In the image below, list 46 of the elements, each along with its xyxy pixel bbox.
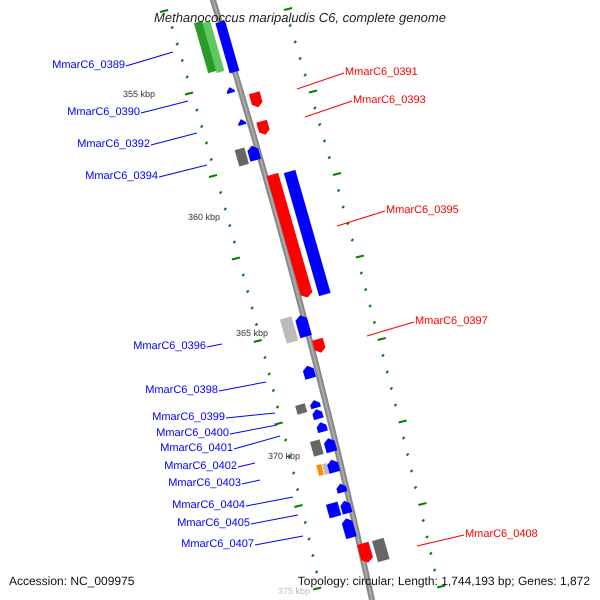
leader-line bbox=[296, 72, 344, 90]
gene-label: MmarC6_0398 bbox=[145, 384, 218, 397]
gene-label: MmarC6_0391 bbox=[345, 66, 418, 79]
leader-line bbox=[250, 514, 298, 524]
genome-info-text: Topology: circular; Length: 1,744,193 bp; Genes: 1,872 bbox=[298, 575, 590, 588]
gene-label: MmarC6_0408 bbox=[465, 528, 538, 541]
map-title: Methanococcus maripaludis C6, complete genome bbox=[153, 11, 447, 24]
leader-line bbox=[238, 462, 256, 468]
leader-line bbox=[226, 412, 276, 418]
gene-label: MmarC6_0392 bbox=[77, 138, 150, 151]
gene-label: MmarC6_0396 bbox=[133, 340, 206, 353]
leader-line bbox=[246, 496, 294, 506]
scale-label: 355 kbp bbox=[122, 88, 155, 101]
leader-line bbox=[336, 210, 386, 226]
leader-line bbox=[140, 100, 188, 114]
gene-label: MmarC6_0407 bbox=[181, 538, 254, 551]
gene-label: MmarC6_0401 bbox=[160, 442, 233, 455]
gene-label: MmarC6_0395 bbox=[386, 204, 459, 217]
gene-label: MmarC6_0403 bbox=[168, 477, 241, 490]
leader-line bbox=[150, 132, 198, 146]
leader-line bbox=[158, 164, 208, 178]
leader-line bbox=[254, 536, 304, 546]
gene-label: MmarC6_0389 bbox=[52, 59, 125, 72]
gene-label: MmarC6_0404 bbox=[172, 499, 245, 512]
scale-label: 370 kbp bbox=[268, 450, 300, 463]
scale-label: 360 kbp bbox=[188, 211, 220, 224]
accession-text: Accession: NC_009975 bbox=[9, 575, 134, 588]
gene-label: MmarC6_0399 bbox=[152, 411, 225, 424]
leader-line bbox=[234, 436, 280, 450]
scale-label: 375 kbp bbox=[278, 586, 310, 598]
leader-line bbox=[416, 534, 464, 546]
gene-label: MmarC6_0390 bbox=[67, 106, 140, 119]
gene-label: MmarC6_0402 bbox=[164, 460, 237, 473]
leader-line bbox=[206, 344, 222, 348]
gene-label: MmarC6_0393 bbox=[353, 94, 426, 107]
leader-line bbox=[242, 480, 260, 484]
leader-line bbox=[366, 322, 414, 336]
scale-label: 365 kbp bbox=[236, 327, 268, 340]
gene-label: MmarC6_0394 bbox=[85, 170, 158, 183]
gene-label: MmarC6_0397 bbox=[415, 315, 488, 328]
leader-line bbox=[126, 52, 174, 66]
gene-label: MmarC6_0400 bbox=[156, 427, 229, 440]
leader-line bbox=[230, 424, 278, 434]
leader-line bbox=[304, 100, 352, 118]
leader-line bbox=[218, 382, 266, 392]
gene-label: MmarC6_0405 bbox=[177, 517, 250, 530]
